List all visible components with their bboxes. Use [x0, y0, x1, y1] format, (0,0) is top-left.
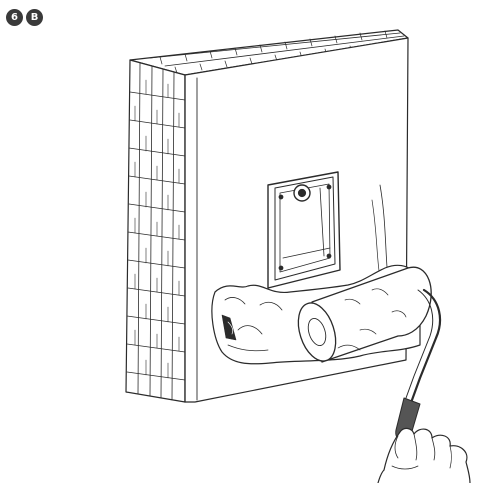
- flush-mount-box: [268, 172, 340, 288]
- hand: [378, 428, 470, 483]
- wall-brick-side: [126, 60, 185, 402]
